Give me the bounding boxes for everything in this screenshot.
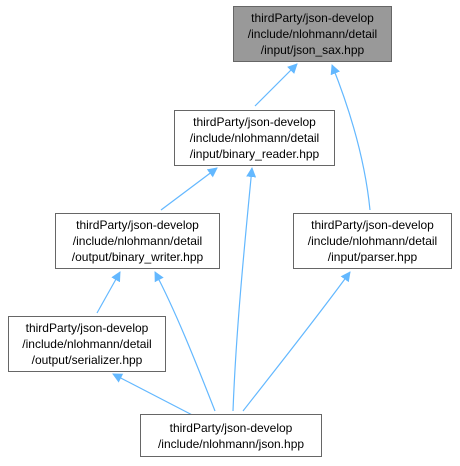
edge-binary-reader-to-json-sax [254,63,298,107]
edge-json-to-serializer [112,373,201,420]
node-parser[interactable]: thirdParty/json-develop /include/nlohman… [293,213,452,269]
node-json-sax[interactable]: thirdParty/json-develop /include/nlohman… [233,6,392,62]
edge-parser-to-json-sax [330,64,371,211]
edge-serializer-to-binary-writer [96,271,121,314]
edge-json-to-binary-writer [154,271,216,412]
node-binary-reader[interactable]: thirdParty/json-develop /include/nlohman… [174,110,335,166]
node-json-sax-label: thirdParty/json-develop /include/nlohman… [247,11,378,57]
node-parser-label: thirdParty/json-develop /include/nlohman… [307,218,438,264]
node-binary-writer-label: thirdParty/json-develop /include/nlohman… [71,218,204,264]
edge-json-to-binary-reader [232,167,257,412]
node-json-label: thirdParty/json-develop /include/nlohman… [157,420,305,451]
node-serializer-label: thirdParty/json-develop /include/nlohman… [22,321,152,367]
node-binary-writer[interactable]: thirdParty/json-develop /include/nlohman… [55,213,220,269]
edge-binary-writer-to-binary-reader [160,167,218,211]
node-serializer[interactable]: thirdParty/json-develop /include/nlohman… [8,316,166,372]
node-json[interactable]: thirdParty/json-develop /include/nlohman… [140,414,322,457]
edge-json-to-parser [242,271,351,412]
node-binary-reader-label: thirdParty/json-develop /include/nlohman… [189,115,320,161]
